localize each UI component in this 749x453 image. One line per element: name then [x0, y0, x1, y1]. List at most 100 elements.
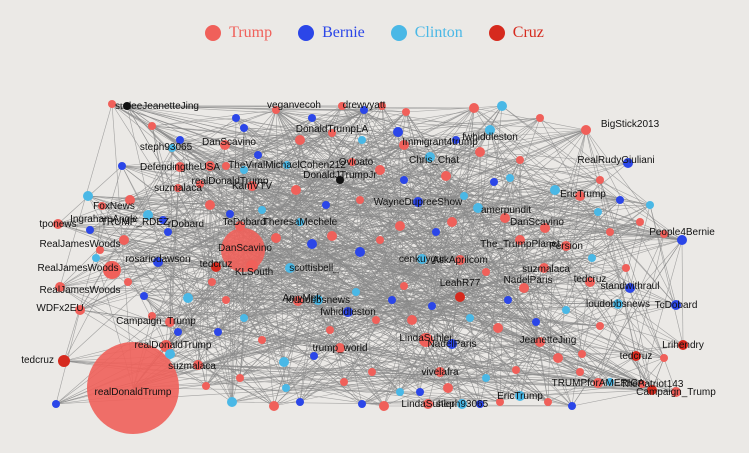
node-trump-81[interactable]: [222, 296, 230, 304]
node-trump-49[interactable]: [124, 278, 132, 286]
node-realdonaldtrump_l[interactable]: [160, 340, 172, 352]
node-bernie-99[interactable]: [452, 136, 460, 144]
node-bernie-28[interactable]: [355, 247, 365, 257]
node-trump-63[interactable]: [496, 398, 504, 406]
node-clinton-45[interactable]: [83, 191, 93, 201]
node-bernie-92[interactable]: [504, 296, 512, 304]
node-lindasuhler_low[interactable]: [423, 399, 433, 409]
node-fwhiddleston_2[interactable]: [343, 307, 353, 317]
node-tedobard[interactable]: [235, 221, 245, 231]
node-loudobbsnews_c[interactable]: [313, 295, 323, 305]
node-bernie-22[interactable]: [490, 178, 498, 186]
node-nadelparis[interactable]: [519, 283, 529, 293]
node-trump-60[interactable]: [379, 401, 389, 411]
node-foxnews[interactable]: [125, 195, 135, 205]
node-clinton-16[interactable]: [646, 201, 654, 209]
node-realdonaldtrump_mid[interactable]: [205, 200, 215, 210]
node-trump-13[interactable]: [575, 191, 585, 201]
node-danscavino_right[interactable]: [500, 213, 510, 223]
node-ingrahamangle[interactable]: [143, 210, 153, 220]
node-trump-14[interactable]: [596, 176, 604, 184]
node-trump-39[interactable]: [375, 165, 385, 175]
node-bernie-47[interactable]: [86, 226, 94, 234]
node-trump-5[interactable]: [338, 102, 346, 110]
node-clinton-32[interactable]: [258, 206, 266, 214]
node-clinton-75[interactable]: [352, 288, 360, 296]
node-tedcruz_left[interactable]: [58, 355, 70, 367]
node-theresamechele[interactable]: [296, 218, 304, 226]
node-bernie-77[interactable]: [310, 352, 318, 360]
node-trump-46[interactable]: [98, 202, 106, 210]
node-trump-21[interactable]: [540, 223, 550, 233]
node-bernie-3[interactable]: [240, 124, 248, 132]
node-clinton-101[interactable]: [240, 166, 248, 174]
node-trump-79[interactable]: [258, 336, 266, 344]
node-rosariodawson[interactable]: [153, 257, 163, 267]
node-bernie-0[interactable]: [232, 114, 240, 122]
node-bernie-69[interactable]: [532, 318, 540, 326]
node-immigrant4trump[interactable]: [399, 140, 409, 150]
node-trump-91[interactable]: [482, 268, 490, 276]
node-standwithraul[interactable]: [625, 283, 635, 293]
node-trump-66[interactable]: [576, 368, 584, 376]
node-trump_rdez[interactable]: [159, 216, 167, 224]
node-erictrump_low[interactable]: [515, 391, 525, 401]
node-trump-11[interactable]: [475, 147, 485, 157]
node-bernie-103[interactable]: [428, 302, 436, 310]
node-clinton-78[interactable]: [279, 357, 289, 367]
node-leahr77[interactable]: [455, 292, 465, 302]
node-clinton-48[interactable]: [92, 254, 100, 262]
node-askaprilcom[interactable]: [455, 255, 465, 265]
node-trump-95[interactable]: [578, 350, 586, 358]
node-trump-41[interactable]: [441, 171, 451, 181]
node-jeanettejing[interactable]: [535, 337, 545, 347]
node-trump-18[interactable]: [660, 230, 668, 238]
legend-item-clinton[interactable]: Clinton: [390, 24, 463, 42]
node-clinton-2[interactable]: [168, 144, 176, 152]
node-trump-1[interactable]: [148, 122, 156, 130]
node-trump-94[interactable]: [596, 322, 604, 330]
node-tedcruz_mid[interactable]: [211, 262, 221, 272]
node-donaldjtrumpjr[interactable]: [336, 176, 344, 184]
node-realrudygiuliani[interactable]: [623, 158, 633, 168]
node-bernie-110[interactable]: [52, 400, 60, 408]
node-trump-29[interactable]: [327, 231, 337, 241]
node-clinton-54[interactable]: [165, 349, 175, 359]
node-campaign_trump_r[interactable]: [671, 387, 681, 397]
node-trump-42[interactable]: [356, 196, 364, 204]
node-scottisbell[interactable]: [285, 263, 295, 273]
node-clinton-84[interactable]: [282, 384, 290, 392]
node-danscavino_top[interactable]: [220, 140, 230, 150]
node-bernie-58[interactable]: [296, 398, 304, 406]
node-trump-52[interactable]: [148, 312, 156, 320]
node-theviralmichael[interactable]: [283, 161, 291, 169]
node-thepatriot143[interactable]: [647, 385, 657, 395]
node-clinton-51[interactable]: [183, 293, 193, 303]
node-trump-19[interactable]: [606, 228, 614, 236]
legend-item-trump[interactable]: Trump: [205, 24, 272, 42]
node-realjameswoods_3[interactable]: [55, 282, 65, 292]
node-trump-102[interactable]: [400, 282, 408, 290]
node-tedcruz_far[interactable]: [631, 351, 641, 361]
node-bernie-10[interactable]: [393, 127, 403, 137]
node-bernie-33[interactable]: [226, 210, 234, 218]
node-trump-100[interactable]: [536, 114, 544, 122]
node-waynedupreeshow[interactable]: [413, 197, 423, 207]
node-trump-35[interactable]: [205, 161, 215, 171]
node-amerpundit[interactable]: [473, 203, 483, 213]
node-nadelparis_2[interactable]: [447, 339, 457, 349]
node-clinton-9[interactable]: [497, 101, 507, 111]
node-bernie-30[interactable]: [307, 239, 317, 249]
node-persion[interactable]: [561, 241, 571, 251]
node-suzmalaca_low[interactable]: [193, 360, 203, 370]
node-trump-97[interactable]: [622, 264, 630, 272]
node-tedcruz_right[interactable]: [585, 277, 595, 287]
node-trump-24[interactable]: [447, 217, 457, 227]
node-clinton-12[interactable]: [506, 174, 514, 182]
node-trump-44[interactable]: [291, 185, 301, 195]
node-trump-37[interactable]: [295, 135, 305, 145]
node-tponews[interactable]: [53, 219, 63, 229]
node-clinton-38[interactable]: [358, 136, 366, 144]
node-trump-88[interactable]: [443, 383, 453, 393]
